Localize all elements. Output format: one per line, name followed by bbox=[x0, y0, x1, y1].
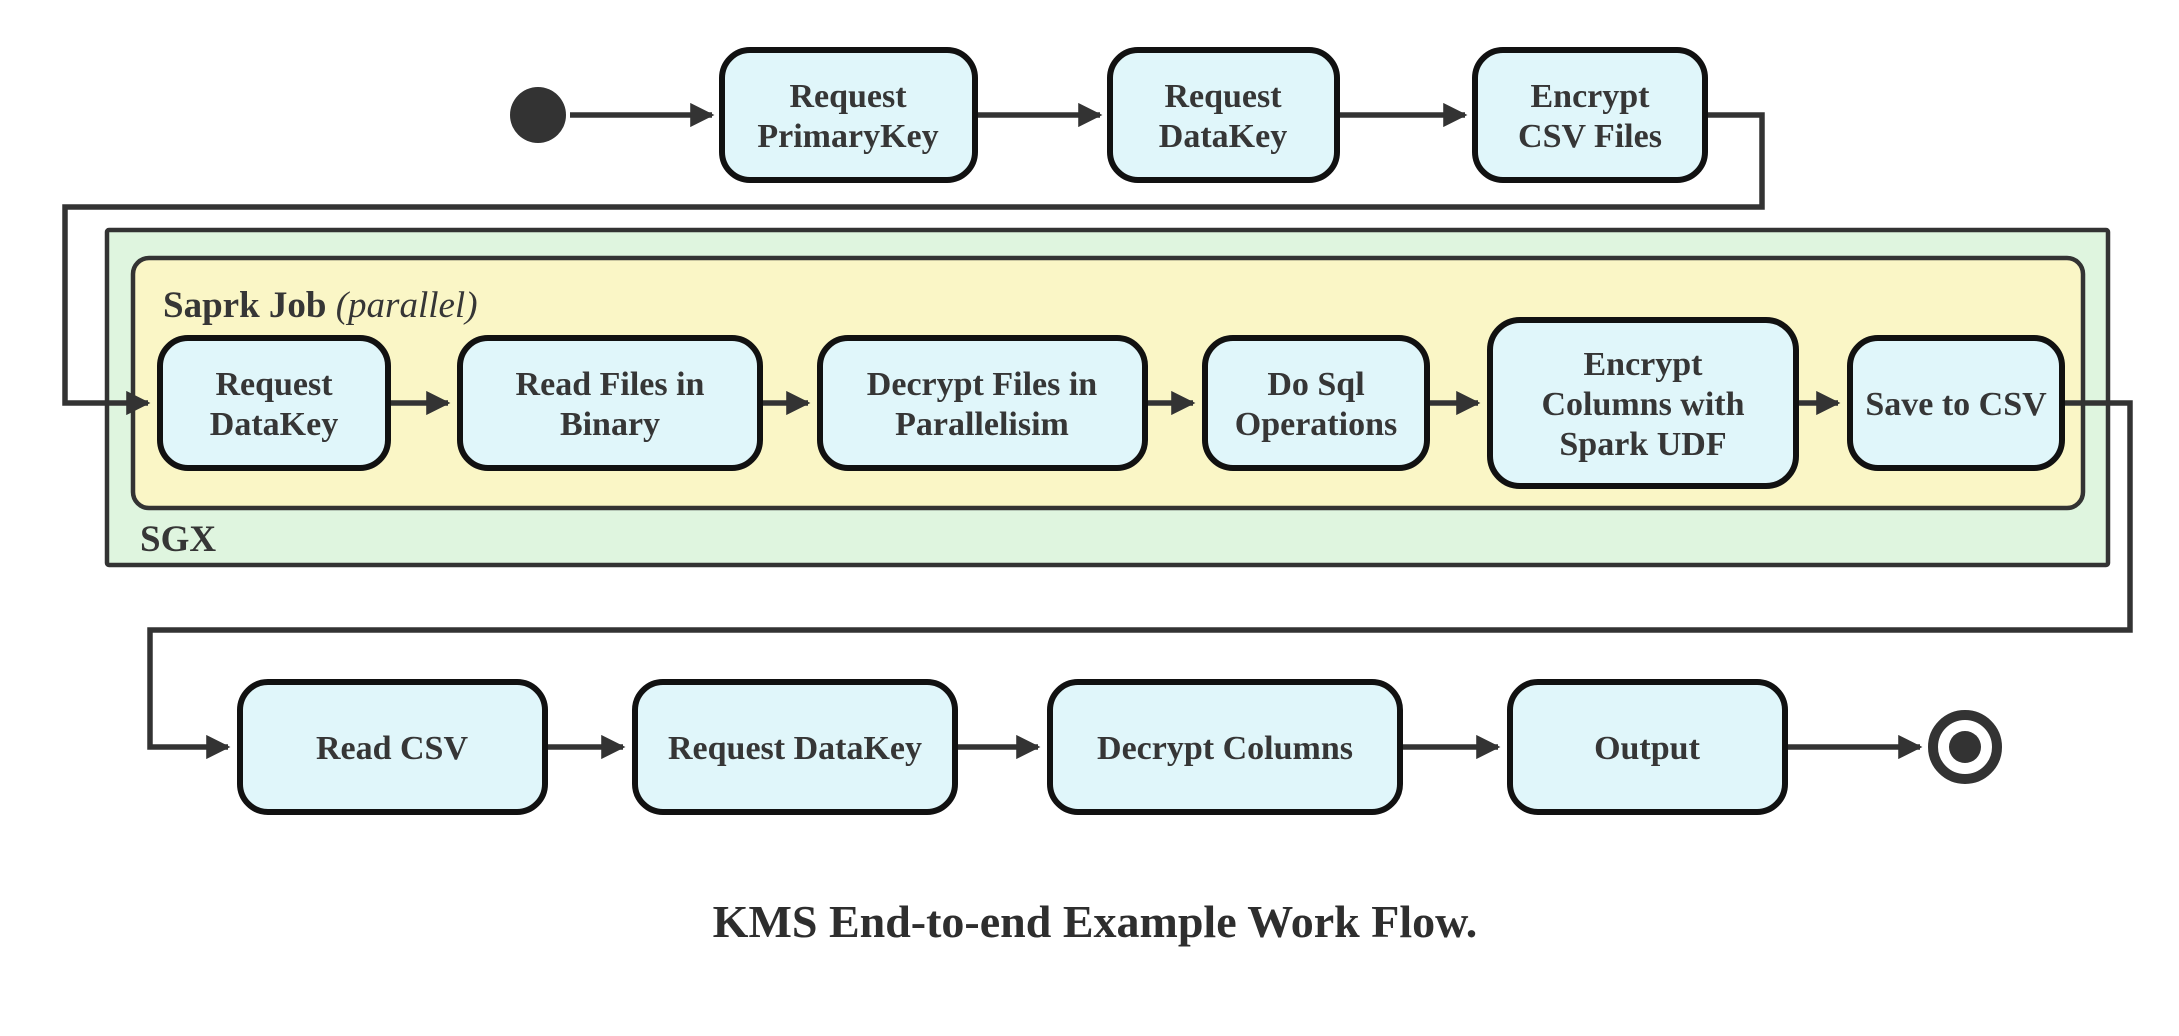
node-read-csv: Read CSV bbox=[237, 679, 548, 815]
node-read-files-in-binary-rect bbox=[457, 335, 763, 471]
node-decrypt-columns: Decrypt Columns bbox=[1047, 679, 1403, 815]
node-label: Read CSV bbox=[316, 730, 469, 767]
node-encrypt-csv-files-rect bbox=[1472, 47, 1708, 183]
end-state-icon bbox=[1928, 710, 2002, 784]
connector-sgx-to-bottom-row bbox=[147, 400, 2133, 760]
node-label: Output bbox=[1594, 730, 1700, 767]
spark-job-label-bold: Saprk Job bbox=[163, 285, 326, 326]
node-encrypt-columns-with-spark-udf-rect bbox=[1487, 317, 1799, 489]
node-save-to-csv: Save to CSV bbox=[1847, 335, 2065, 471]
spark-job-container-label: Saprk Job (parallel) bbox=[163, 285, 478, 326]
node-output-rect bbox=[1507, 679, 1788, 815]
node-read-csv-rect bbox=[237, 679, 548, 815]
connector-top-row-to-sgx bbox=[62, 112, 1765, 416]
end-state-inner-dot bbox=[1949, 731, 1981, 763]
node-decrypt-columns-rect bbox=[1047, 679, 1403, 815]
node-request-datakey-client-rect bbox=[632, 679, 958, 815]
node-request-datakey-client: Request DataKey bbox=[632, 679, 958, 815]
node-save-to-csv-rect bbox=[1847, 335, 2065, 471]
node-request-datakey-top-rect bbox=[1107, 47, 1340, 183]
node-output: Output bbox=[1507, 679, 1788, 815]
node-label: Save to CSV bbox=[1865, 386, 2047, 423]
start-state-icon bbox=[510, 87, 566, 143]
sgx-container-label: SGX bbox=[140, 519, 216, 560]
node-decrypt-files-in-parallelisim-rect bbox=[817, 335, 1148, 471]
node-request-primarykey-rect bbox=[719, 47, 978, 183]
node-request-datakey-sgx-rect bbox=[157, 335, 391, 471]
node-label: Request DataKey bbox=[668, 730, 922, 767]
diagram-caption: KMS End-to-end Example Work Flow. bbox=[713, 896, 1478, 947]
node-label: Decrypt Columns bbox=[1097, 730, 1353, 767]
node-do-sql-operations-rect bbox=[1202, 335, 1430, 471]
spark-job-label-italic: (parallel) bbox=[326, 285, 477, 326]
